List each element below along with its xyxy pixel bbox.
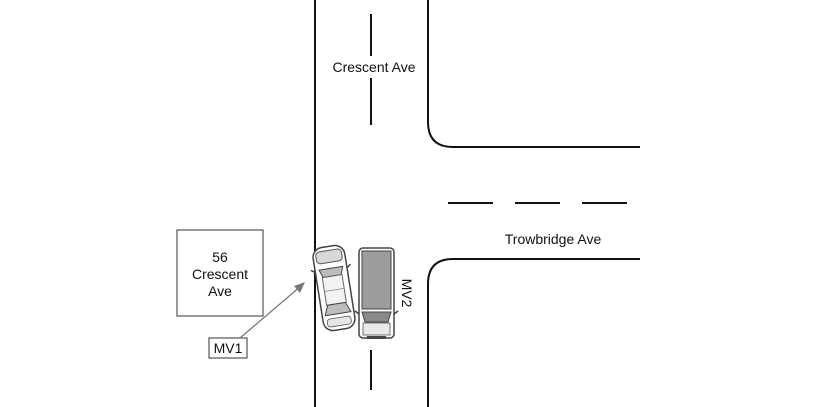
crescent-ave-label: Crescent Ave (332, 59, 415, 75)
building-56-crescent-ave (176, 229, 264, 317)
mv1-vehicle (310, 244, 356, 332)
building-label-line: 56 (212, 249, 228, 265)
crescent-east-curb-south (427, 258, 640, 407)
mv1-label: MV1 (214, 340, 243, 356)
crescent-east-curb-north (427, 0, 640, 148)
mv1-arrowhead (294, 282, 305, 293)
mv1-pointer-arrow (239, 285, 302, 339)
trowbridge-ave-label: Trowbridge Ave (505, 231, 602, 247)
building-label-line: Ave (208, 283, 232, 299)
building-label-line: Crescent (192, 266, 248, 282)
mv1-callout-box (208, 337, 248, 359)
mv2-label: MV2 (399, 279, 415, 308)
mv2-vehicle (354, 247, 399, 339)
